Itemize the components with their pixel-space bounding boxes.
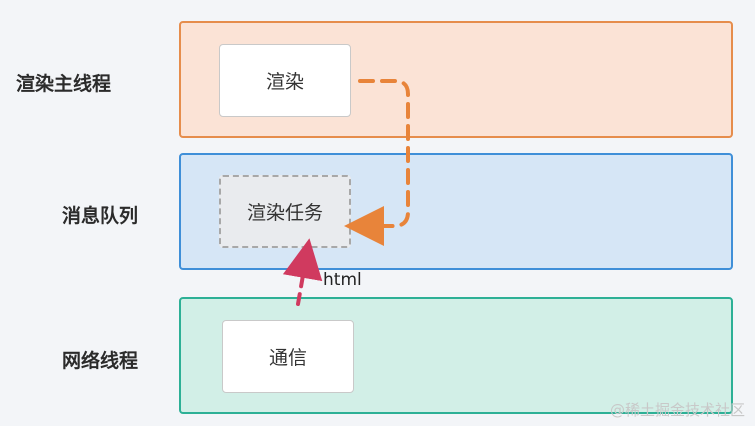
html-arrow <box>282 238 323 306</box>
watermark: @稀土掘金技术社区 <box>609 401 745 419</box>
render-task-box-label: 渲染任务 <box>246 202 323 224</box>
network-thread-lane <box>179 297 733 414</box>
render-task-box: 渲染任务 <box>219 175 351 248</box>
html-arrow-label: html <box>323 270 362 290</box>
network-communication-box-label: 通信 <box>268 347 307 369</box>
lane-label-network-thread: 网络线程 <box>62 350 139 372</box>
network-communication-box: 通信 <box>222 320 354 393</box>
render-box-label: 渲染 <box>265 71 304 93</box>
render-to-task-arrow <box>344 79 410 246</box>
render-box: 渲染 <box>219 44 351 117</box>
lane-label-render-main-thread: 渲染主线程 <box>16 73 112 95</box>
lane-label-message-queue: 消息队列 <box>62 205 139 227</box>
